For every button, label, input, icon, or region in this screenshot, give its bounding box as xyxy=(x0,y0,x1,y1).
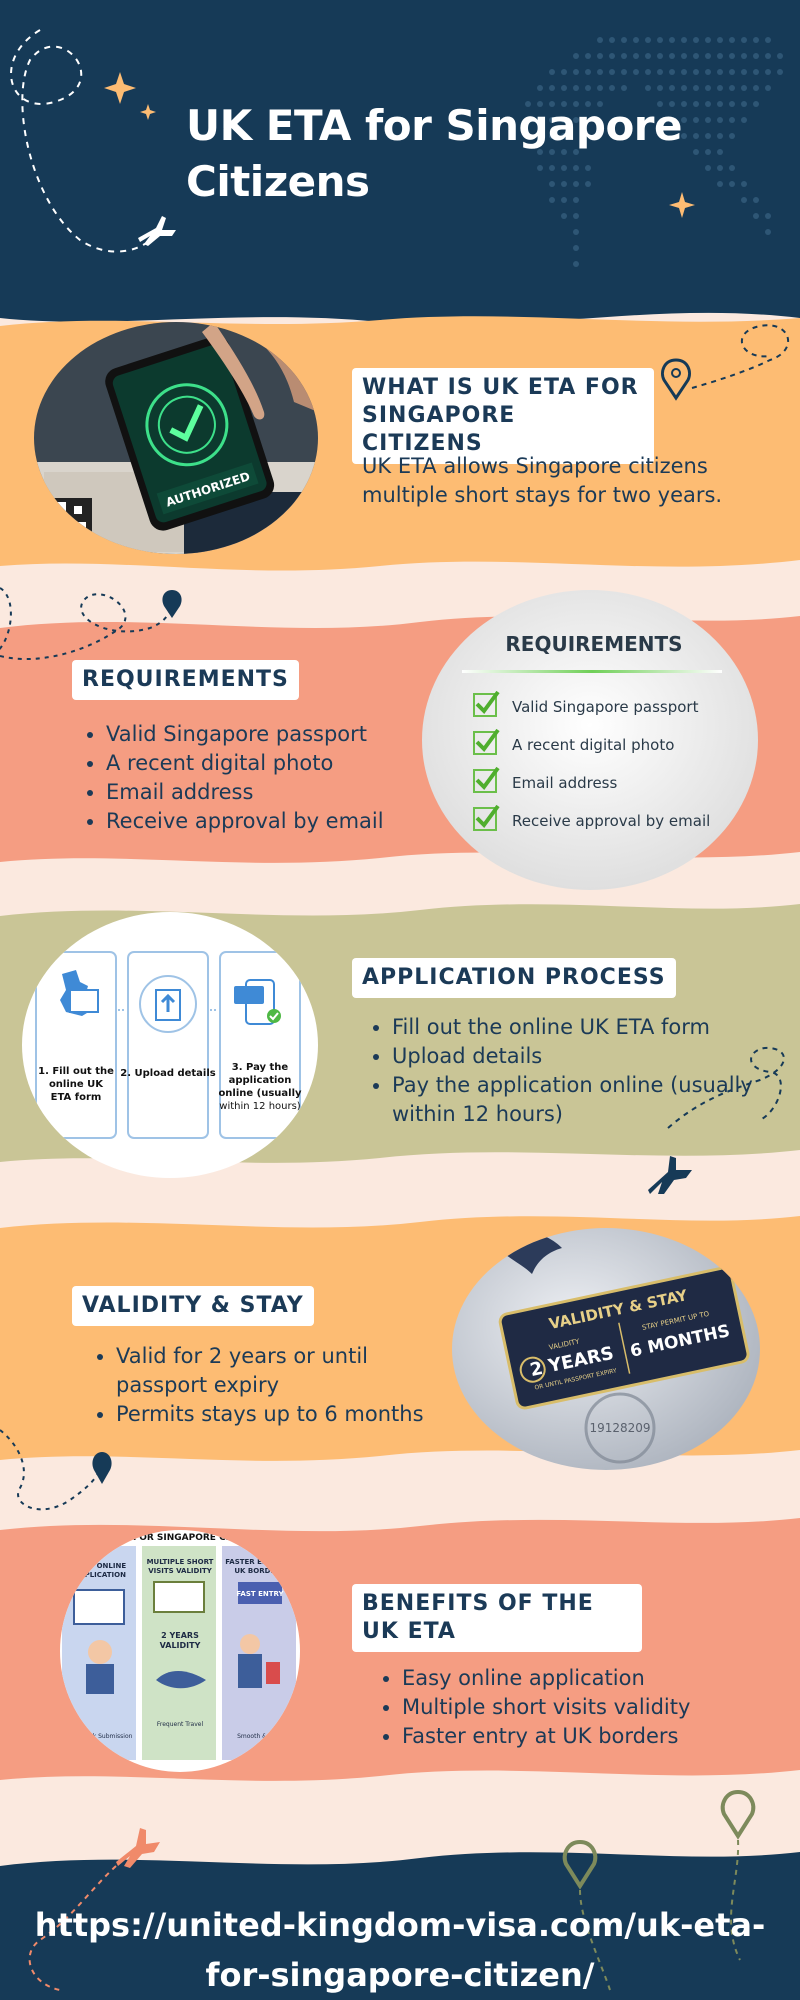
panel-caption: One-Click Submission xyxy=(68,1733,133,1740)
list-item: Multiple short visits validity xyxy=(402,1693,762,1722)
card-item: Email address xyxy=(512,774,618,792)
requirements-heading: REQUIREMENTS xyxy=(72,660,299,700)
card-item: A recent digital photo xyxy=(512,736,674,754)
flight-path-dash xyxy=(28,1865,117,1991)
list-item: Valid for 2 years or until passport expi… xyxy=(116,1342,456,1400)
requirements-card-image: REQUIREMENTS Valid Singapore passport A … xyxy=(422,590,758,890)
eta-phone-image: AUTHORIZED xyxy=(34,322,318,554)
location-pin-icon xyxy=(661,358,691,401)
page-title: UK ETA for Singapore Citizens xyxy=(186,101,683,206)
step-label: 2. Upload details xyxy=(120,1068,216,1079)
sparkle-icon xyxy=(140,104,156,120)
panel-caption: Frequent Travel xyxy=(157,1721,204,1728)
card-item: Valid Singapore passport xyxy=(512,698,699,716)
list-item: Permits stays up to 6 months xyxy=(116,1400,456,1429)
list-item: Email address xyxy=(106,778,446,807)
check-icon xyxy=(473,766,500,793)
application-process-heading-text: APPLICATION PROCESS xyxy=(362,965,666,990)
validity-list: Valid for 2 years or until passport expi… xyxy=(88,1342,456,1429)
footer-url-link[interactable]: https://united-kingdom-visa.com/uk-eta-f… xyxy=(34,1906,766,1994)
check-icon xyxy=(269,1012,279,1021)
requirements-heading-text: REQUIREMENTS xyxy=(82,667,289,692)
what-is-heading: WHAT IS UK ETA FOR SINGAPORE CITIZENS xyxy=(352,368,654,464)
card-title: REQUIREMENTS xyxy=(505,632,682,656)
location-pin-icon xyxy=(162,590,182,618)
panel-badge: FAST ENTRY xyxy=(236,1590,284,1598)
list-item: Fill out the online UK ETA form xyxy=(392,1013,762,1042)
what-is-heading-text: WHAT IS UK ETA FOR SINGAPORE CITIZENS xyxy=(362,375,639,456)
flight-path-dash xyxy=(10,29,151,253)
location-pin-icon xyxy=(562,1839,598,1890)
benefits-heading: BENEFITS OF THE UK ETA xyxy=(352,1584,642,1652)
airplane-icon xyxy=(116,1828,160,1868)
panel-caption: Smooth & Easy xyxy=(237,1733,283,1740)
benefits-heading-text: BENEFITS OF THE UK ETA xyxy=(362,1591,594,1644)
card-item: Receive approval by email xyxy=(512,812,710,830)
requirements-list: Valid Singapore passport A recent digita… xyxy=(78,720,446,836)
sparkle-icon xyxy=(104,72,136,104)
sparkle-icon xyxy=(669,192,695,218)
benefits-list: Easy online application Multiple short v… xyxy=(374,1664,762,1751)
validity-heading: VALIDITY & STAY xyxy=(72,1286,314,1326)
list-item: A recent digital photo xyxy=(106,749,446,778)
flight-path-dash xyxy=(691,324,790,389)
check-icon xyxy=(473,690,500,717)
validity-heading-text: VALIDITY & STAY xyxy=(82,1293,304,1318)
list-item: Upload details xyxy=(392,1042,762,1071)
list-item: Receive approval by email xyxy=(106,807,446,836)
application-process-list: Fill out the online UK ETA form Upload d… xyxy=(364,1013,762,1129)
postmark-number: 19128209 xyxy=(589,1421,650,1435)
what-is-text: UK ETA allows Singapore citizens multipl… xyxy=(362,454,723,507)
airplane-icon xyxy=(648,1156,692,1194)
location-pin-icon xyxy=(92,1452,112,1484)
world-map-dots xyxy=(525,37,783,267)
airplane-icon xyxy=(138,216,176,246)
check-icon xyxy=(473,804,500,831)
location-pin-icon xyxy=(720,1789,756,1840)
list-item: Pay the application online (usually with… xyxy=(392,1071,762,1129)
application-process-heading: APPLICATION PROCESS xyxy=(352,958,676,998)
check-icon xyxy=(473,728,500,755)
validity-stamp-image: VALIDITY & STAY VALIDITY 2 YEARS OR UNTI… xyxy=(452,1228,760,1470)
panel-header: K ETA FOR SINGAPORE CITIZEN xyxy=(101,1533,258,1543)
upload-icon xyxy=(160,993,176,1012)
flight-path-dash xyxy=(0,587,173,660)
list-item: Easy online application xyxy=(402,1664,762,1693)
list-item: Faster entry at UK borders xyxy=(402,1722,762,1751)
list-item: Valid Singapore passport xyxy=(106,720,446,749)
flight-path-dash xyxy=(579,1839,741,1991)
